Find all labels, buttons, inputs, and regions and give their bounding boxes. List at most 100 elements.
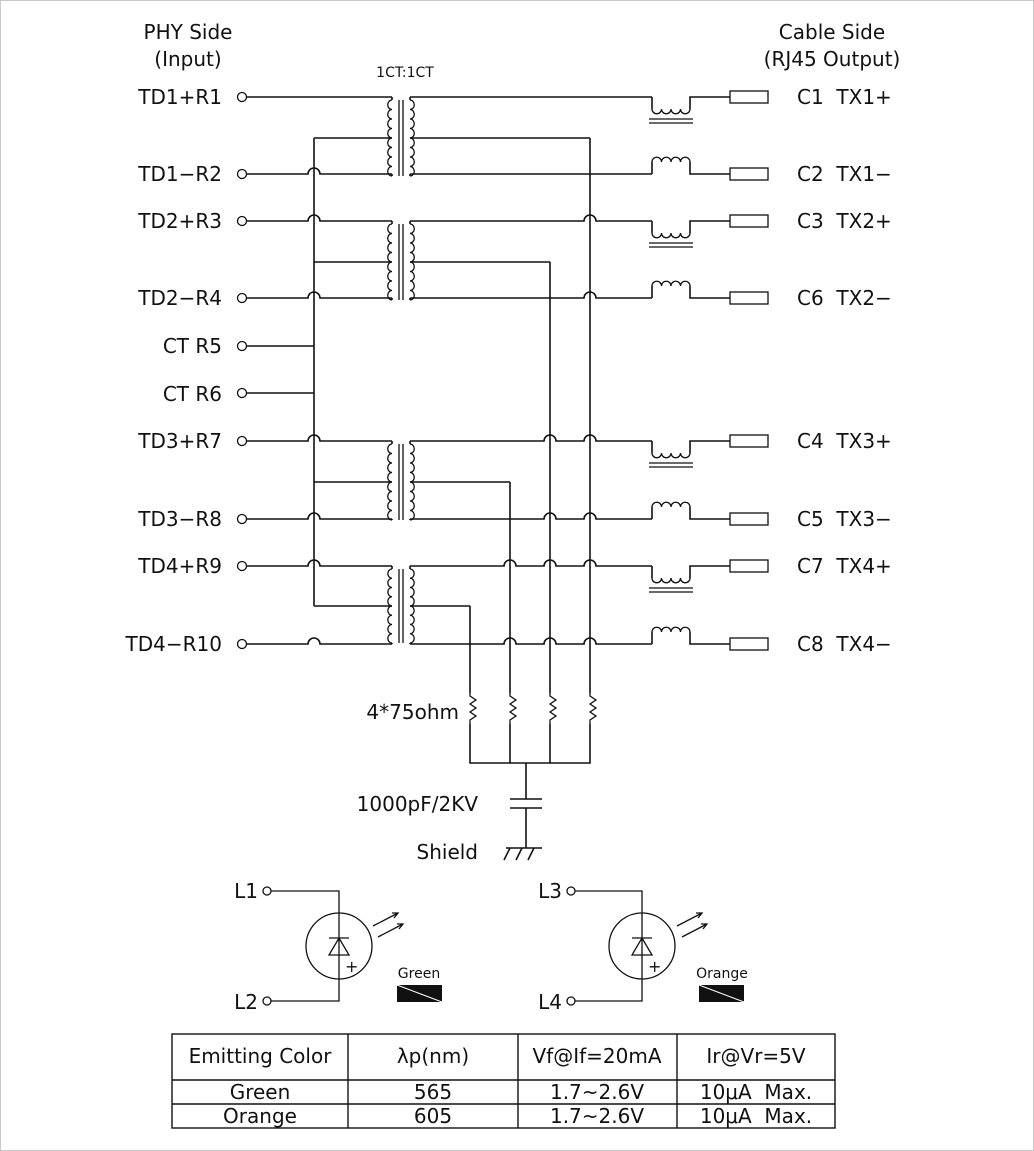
led2-pin-top: L3 — [538, 879, 562, 903]
table-row-2-wavelength: 605 — [414, 1104, 452, 1128]
phy-pin-terminal — [236, 91, 248, 103]
pin-label-td4n: TD4−R10 — [125, 632, 222, 656]
secondary-coil — [409, 481, 415, 521]
cable-label-c2: C2 TX1− — [797, 162, 892, 186]
capacitor-label: 1000pF/2KV — [357, 792, 479, 816]
primary-coil — [387, 605, 393, 644]
resistor-icon — [548, 693, 558, 724]
cmc-core — [649, 242, 693, 248]
cmc-coil — [651, 452, 691, 459]
phy-pin-terminal — [236, 638, 248, 650]
resistor-icon — [508, 693, 518, 724]
cmc-coil — [651, 108, 691, 115]
table-header-ir: Ir@Vr=5V — [706, 1044, 806, 1068]
led1-terminal-top — [262, 886, 272, 896]
cable-label-c5: C5 TX3− — [797, 507, 892, 531]
primary-coil — [387, 443, 393, 483]
pin-label-ct5: CT R5 — [163, 334, 222, 358]
led2-terminal-top — [566, 886, 576, 896]
cable-label-c7: C7 TX4+ — [797, 554, 892, 578]
primary-input-wire — [247, 291, 392, 299]
pin-label-td1p: TD1+R1 — [137, 85, 222, 109]
phy-side-title: PHY Side — [144, 20, 233, 44]
rj45-pin-contact — [729, 90, 769, 104]
phy-pin-terminal — [236, 168, 248, 180]
led2-diode-icon — [630, 920, 654, 974]
primary-input-wire — [247, 434, 392, 442]
phy-pin-terminal — [236, 513, 248, 525]
phy-pin-terminal — [236, 215, 248, 227]
resistor-label: 4*75ohm — [366, 700, 459, 724]
table-header-vf: Vf@If=20mA — [532, 1044, 661, 1068]
secondary-coil — [409, 137, 415, 177]
primary-coil — [387, 481, 393, 521]
secondary-output-wire — [410, 512, 652, 520]
primary-input-wire — [247, 512, 392, 520]
cmc-coil — [651, 156, 691, 163]
phy-pin-terminal — [236, 340, 248, 352]
pin-label-td3p: TD3+R7 — [137, 429, 222, 453]
rj45-pin-contact — [729, 512, 769, 526]
led1-body — [305, 912, 373, 980]
table-row-1-wavelength: 565 — [414, 1080, 452, 1104]
pin-label-td1n: TD1−R2 — [137, 162, 222, 186]
table-row-2-vf: 1.7~2.6V — [550, 1104, 644, 1128]
transformer-core — [398, 444, 404, 520]
phy-pin-terminal — [236, 387, 248, 399]
table-row-1-color: Green — [230, 1080, 291, 1104]
pin-label-td3n: TD3−R8 — [137, 507, 222, 531]
cmc-coil — [651, 232, 691, 239]
cable-side-subtitle: (RJ45 Output) — [764, 47, 901, 71]
transformer-core — [398, 224, 404, 300]
secondary-coil — [409, 99, 415, 139]
cmc-coil — [651, 577, 691, 584]
led-green: L1 L2 + Green — [234, 879, 443, 1014]
phy-side-subtitle: (Input) — [154, 47, 221, 71]
primary-input-wire — [247, 214, 392, 222]
resistor-icon — [588, 693, 598, 724]
primary-coil — [387, 137, 393, 177]
cable-pin-labels: C1 TX1+ C2 TX1− C3 TX2+ C6 TX2− C4 TX3+ … — [797, 85, 892, 656]
pin-label-td2n: TD2−R4 — [137, 286, 222, 310]
cmc-core — [649, 462, 693, 468]
rj45-pin-contact — [729, 214, 769, 228]
secondary-coil — [409, 261, 415, 301]
secondary-coil — [409, 223, 415, 263]
table-border — [171, 1033, 836, 1129]
pin-label-td4p: TD4+R9 — [137, 554, 222, 578]
led-spec-table: Emitting Color λp(nm) Vf@If=20mA Ir@Vr=5… — [171, 1033, 836, 1129]
primary-coil — [387, 261, 393, 301]
table-row-2-color: Orange — [223, 1104, 297, 1128]
cable-label-c8: C8 TX4− — [797, 632, 892, 656]
cmc-coil — [651, 280, 691, 287]
table-grid — [172, 1034, 835, 1128]
led1-pin-bottom: L2 — [234, 990, 258, 1014]
resistor-icon — [468, 693, 478, 724]
cmc-output-wire — [689, 220, 730, 299]
primary-input-wire — [247, 559, 392, 567]
led1-terminal-bottom — [262, 996, 272, 1006]
table-row-1-vf: 1.7~2.6V — [550, 1080, 644, 1104]
cable-label-c3: C3 TX2+ — [797, 209, 892, 233]
led-orange: L3 L4 + Orange — [538, 879, 748, 1014]
shield-ground-icon — [503, 847, 542, 861]
secondary-coil — [409, 443, 415, 483]
transformer-core — [398, 569, 404, 643]
secondary-output-wire — [410, 214, 652, 222]
rj45-pin-contact — [729, 167, 769, 181]
resistor-common-node — [469, 724, 591, 764]
cable-label-c6: C6 TX2− — [797, 286, 892, 310]
primary-input-wire — [247, 637, 392, 645]
led1-pin-top: L1 — [234, 879, 258, 903]
cmc-core — [649, 118, 693, 124]
cmc-core — [649, 587, 693, 593]
rj45-pin-contact — [729, 559, 769, 573]
table-row-2-ir: 10μA Max. — [700, 1104, 812, 1128]
capacitor-icon — [510, 763, 542, 848]
phy-pin-terminal — [236, 560, 248, 572]
led2-plus: + — [648, 957, 661, 976]
rj45-pin-contact — [729, 434, 769, 448]
cmc-coil — [651, 501, 691, 508]
led2-body — [608, 912, 676, 980]
